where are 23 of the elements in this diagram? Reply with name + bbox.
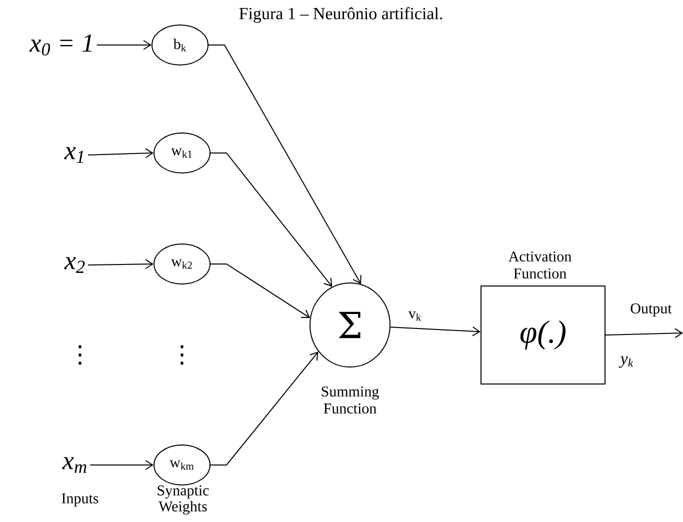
input-variable: x$_{1}$ (64, 147, 84, 163)
ellipsis: ⋮ (78, 345, 82, 365)
ellipsis: ⋮ (180, 345, 184, 365)
arrow (390, 326, 480, 336)
function-label: Summing Function (322, 386, 379, 414)
activation-box: φ(.) (480, 286, 606, 384)
input-variable: x$_{2}$ (64, 257, 85, 273)
arrow (210, 264, 310, 318)
input-variable: x$_{m}$ (62, 457, 86, 473)
function-label: Activation Function (508, 251, 572, 279)
arrow (88, 259, 154, 270)
figure-title: Figura 1 – Neurônio artificial. (239, 7, 442, 23)
arrow (605, 328, 683, 338)
arrow (210, 152, 332, 287)
arrow (210, 352, 318, 466)
arrow (96, 40, 152, 50)
arrow (90, 460, 154, 470)
edge-label: v$_{k}$ (407, 310, 423, 322)
edge-label: Output (629, 302, 673, 318)
arrow (88, 148, 154, 158)
arrow (208, 44, 362, 284)
input-variable: x$_{0}$ = 1 (29, 34, 92, 56)
column-label: Inputs (62, 493, 98, 506)
